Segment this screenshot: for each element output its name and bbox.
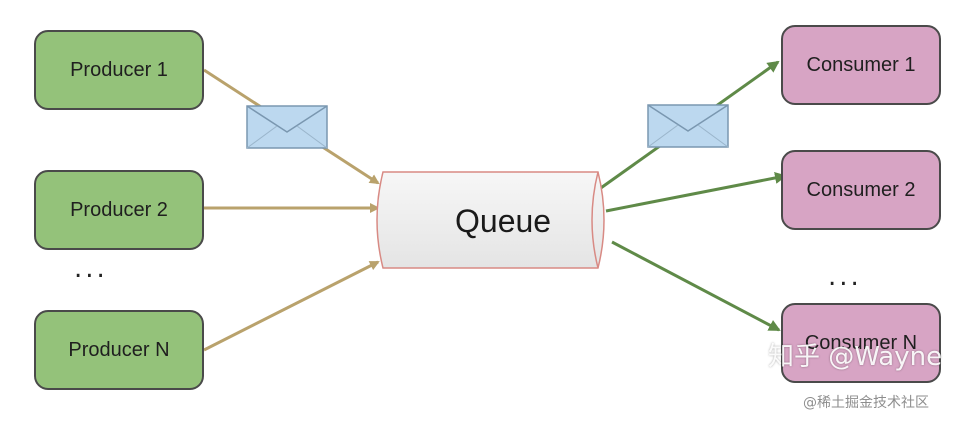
- producer-2-node: Producer 2: [34, 170, 204, 250]
- consumer-n-node: Consumer N: [781, 303, 941, 383]
- watermark-main: 知乎 @Wayne: [768, 342, 943, 372]
- watermark-sub: @稀土掘金技术社区: [803, 395, 929, 411]
- consumer-2-label: Consumer 2: [806, 178, 916, 201]
- consumer-1-node: Consumer 1: [781, 25, 941, 105]
- envelope-icon: [246, 105, 328, 149]
- producer-1-node: Producer 1: [34, 30, 204, 110]
- consumer-n-label: Consumer N: [804, 331, 918, 354]
- producer-n-node: Producer N: [34, 310, 204, 390]
- arrow-producer-n: [203, 260, 380, 352]
- producer-1-label: Producer 1: [70, 58, 168, 81]
- producer-n-label: Producer N: [68, 338, 170, 361]
- producer-2-label: Producer 2: [70, 198, 168, 221]
- consumer-ellipsis: ...: [828, 262, 862, 292]
- envelope-icon: [647, 104, 729, 148]
- queue-cylinder: [376, 171, 605, 269]
- arrow-consumer-n: [611, 240, 781, 332]
- consumer-2-node: Consumer 2: [781, 150, 941, 230]
- arrow-consumer-2: [605, 172, 787, 213]
- consumer-1-label: Consumer 1: [806, 53, 916, 76]
- producer-ellipsis: ...: [74, 254, 108, 284]
- queue-label: Queue: [455, 203, 552, 239]
